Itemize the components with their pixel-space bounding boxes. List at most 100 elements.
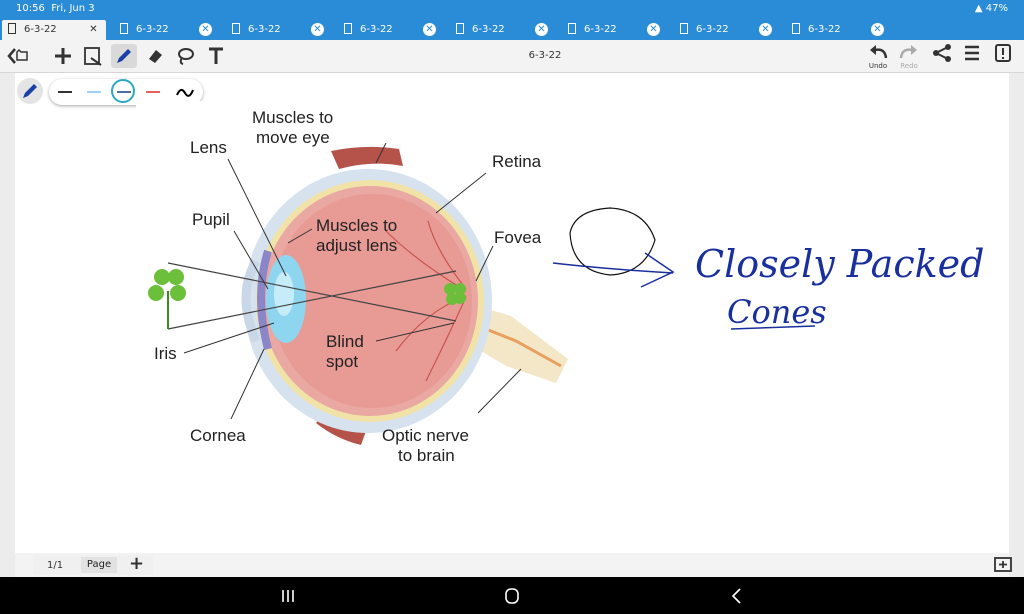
menu-icon bbox=[965, 45, 979, 61]
redo-button[interactable]: Redo bbox=[894, 43, 924, 71]
pen-swatch-1[interactable] bbox=[55, 83, 75, 101]
notebook-icon bbox=[232, 23, 240, 34]
zoom-button[interactable] bbox=[993, 555, 1013, 575]
active-pen-button[interactable] bbox=[17, 78, 43, 104]
close-tab-icon[interactable]: ✕ bbox=[199, 23, 212, 36]
status-date: Fri, Jun 3 bbox=[51, 3, 95, 14]
tab-label: 6-3-22 bbox=[472, 24, 505, 35]
handwritten-annotation: Closely Packed Cones bbox=[552, 207, 984, 331]
home-button[interactable] bbox=[497, 586, 527, 606]
recent-apps-button[interactable] bbox=[273, 586, 303, 606]
label-pupil: Pupil bbox=[192, 210, 230, 229]
more-button[interactable] bbox=[988, 43, 1018, 71]
back-button[interactable] bbox=[4, 44, 30, 68]
tab-5[interactable]: 6-3-22 ✕ bbox=[450, 20, 554, 40]
eraser-button[interactable] bbox=[142, 44, 168, 68]
tab-label: 6-3-22 bbox=[808, 24, 841, 35]
tab-1[interactable]: 6-3-22 ✕ bbox=[2, 20, 106, 40]
light-rays bbox=[167, 262, 457, 330]
blood-vessels bbox=[385, 220, 467, 382]
tab-label: 6-3-22 bbox=[24, 24, 57, 35]
redo-label: Redo bbox=[900, 62, 918, 70]
label-muscles-move-line2: move eye bbox=[256, 128, 330, 147]
redo-icon bbox=[899, 45, 917, 59]
notebook-icon bbox=[8, 23, 16, 34]
close-tab-icon[interactable]: ✕ bbox=[647, 23, 660, 36]
pen-palette bbox=[15, 76, 205, 108]
undo-button[interactable]: Undo bbox=[863, 43, 893, 71]
tab-label: 6-3-22 bbox=[584, 24, 617, 35]
back-nav-icon bbox=[731, 588, 741, 604]
muscle-top bbox=[331, 146, 403, 169]
pen-swatch-2[interactable] bbox=[84, 83, 104, 101]
close-tab-icon[interactable]: ✕ bbox=[535, 23, 548, 36]
tab-label: 6-3-22 bbox=[696, 24, 729, 35]
eye-diagram: Muscles to move eye Lens Retina Pupil Mu… bbox=[136, 101, 580, 474]
pointer-lines bbox=[183, 142, 522, 420]
page-indicator: 1/1 Page + bbox=[33, 553, 153, 575]
tab-6[interactable]: 6-3-22 ✕ bbox=[562, 20, 666, 40]
close-tab-icon[interactable]: ✕ bbox=[311, 23, 324, 36]
notebook-icon bbox=[456, 23, 464, 34]
status-left: 10:56 Fri, Jun 3 bbox=[16, 3, 95, 14]
tab-label: 6-3-22 bbox=[248, 24, 281, 35]
tab-3[interactable]: 6-3-22 ✕ bbox=[226, 20, 330, 40]
notebook-icon bbox=[792, 23, 800, 34]
page-view-button[interactable] bbox=[80, 44, 106, 68]
tab-8[interactable]: 6-3-22 ✕ bbox=[786, 20, 890, 40]
clover-image-retina bbox=[444, 283, 466, 305]
close-tab-icon[interactable]: ✕ bbox=[759, 23, 772, 36]
toolbar: 6-3-22 Undo Redo bbox=[0, 40, 1024, 73]
tab-7[interactable]: 6-3-22 ✕ bbox=[674, 20, 778, 40]
battery-level: 47% bbox=[985, 3, 1008, 14]
menu-button[interactable] bbox=[957, 43, 987, 71]
page-view-icon bbox=[84, 47, 102, 66]
label-optic-line1: Optic nerve bbox=[382, 426, 469, 445]
label-muscles-adjust-line2: adjust lens bbox=[316, 236, 397, 255]
close-tab-icon[interactable]: ✕ bbox=[423, 23, 436, 36]
pen-swatch-4[interactable] bbox=[143, 83, 163, 101]
text-icon bbox=[209, 47, 223, 64]
undo-label: Undo bbox=[868, 62, 888, 70]
notebook-icon bbox=[568, 23, 576, 34]
status-bar: 10:56 Fri, Jun 3 ▲ 47% bbox=[0, 0, 1024, 18]
notebook-icon bbox=[680, 23, 688, 34]
add-button[interactable] bbox=[50, 44, 76, 68]
label-blind-line1: Blind bbox=[326, 332, 364, 351]
label-muscles-adjust-line1: Muscles to bbox=[316, 216, 397, 235]
tab-4[interactable]: 6-3-22✕ bbox=[338, 20, 442, 40]
text-tool-button[interactable] bbox=[203, 44, 229, 68]
fovea-circle bbox=[569, 207, 656, 276]
pen-swatch-pill bbox=[49, 79, 203, 105]
status-right: ▲ 47% bbox=[975, 3, 1008, 14]
add-page-icon[interactable]: + bbox=[129, 553, 145, 574]
status-time: 10:56 bbox=[16, 3, 45, 14]
page-button[interactable]: Page bbox=[81, 557, 117, 573]
annotation-underline bbox=[730, 325, 816, 330]
back-nav-button[interactable] bbox=[722, 586, 752, 606]
pen-swatch-3[interactable] bbox=[111, 79, 135, 103]
lasso-button[interactable] bbox=[172, 44, 198, 68]
zoom-icon bbox=[994, 557, 1012, 572]
label-lens: Lens bbox=[190, 138, 227, 157]
notice-icon bbox=[995, 44, 1011, 62]
label-cornea: Cornea bbox=[190, 426, 246, 445]
iris-shape bbox=[257, 249, 272, 351]
pen-swatch-5[interactable] bbox=[175, 83, 195, 101]
label-iris: Iris bbox=[154, 344, 177, 363]
notebook-icon bbox=[120, 23, 128, 34]
notebook-icon bbox=[344, 23, 352, 34]
arrow-shaft bbox=[552, 262, 674, 274]
eraser-icon bbox=[149, 50, 162, 63]
pen-tool-button[interactable] bbox=[111, 44, 137, 68]
tab-2[interactable]: 6-3-22✕ bbox=[114, 20, 218, 40]
clover-object bbox=[148, 269, 186, 329]
close-tab-icon[interactable]: ✕ bbox=[89, 24, 98, 35]
wavy-line-icon bbox=[176, 89, 194, 97]
label-retina: Retina bbox=[492, 152, 542, 171]
close-tab-icon[interactable]: ✕ bbox=[871, 23, 884, 36]
share-button[interactable] bbox=[927, 43, 957, 71]
page-count: 1/1 bbox=[47, 560, 64, 571]
undo-icon bbox=[870, 45, 888, 59]
lens-highlight bbox=[274, 272, 294, 316]
